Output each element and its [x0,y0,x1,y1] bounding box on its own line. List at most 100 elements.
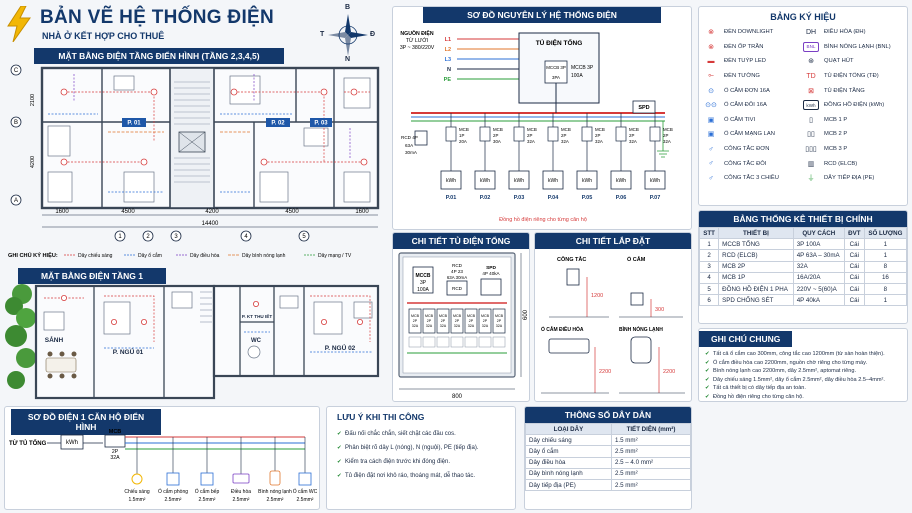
lightning-logo-icon [7,6,31,42]
symbol-icon: ♂ [708,145,714,153]
apartment-mcb-line1: MCB [109,429,122,435]
ac-circuit-lines [73,74,351,158]
general-note: Dây chiếu sáng 1.5mm², dây ổ cắm 2.5mm²,… [705,376,901,385]
symbol-row: ⊙Ổ CẮM ĐƠN 16A [703,83,803,98]
symbol-icon: ⊗ [708,43,714,51]
plan-legend-item: Dây bình nóng lạnh [242,253,286,259]
symbol-icon: ⟜ [708,72,714,80]
page-subtitle: NHÀ Ở KẾT HỢP CHO THUÊ [42,31,165,41]
branch-mcb-label: 32A [561,139,569,144]
plan-legend-title: GHI CHÚ KÝ HIỆU: [8,251,58,259]
air-conditioner-unit-icon [548,338,590,354]
symbol-row: ▣Ổ CẮM MẠNG LAN [703,127,803,142]
panel-width-dim: 800 [452,394,463,400]
typical-floor-plan-title: MẶT BẰNG ĐIỆN TẦNG ĐIỂN HÌNH (TẦNG 2,3,4… [34,48,284,64]
symbol-icon: DH [805,28,817,36]
row-dim-2: 4200 [30,156,36,168]
equipment-panel: BẢNG THỐNG KÊ THIẾT BỊ CHÍNH STT THIẾT B… [698,210,908,324]
apartment-diagram-panel: SƠ ĐỒ ĐIỆN 1 CĂN HỘ ĐIỂN HÌNH TỪ TỦ TỔNG… [4,406,320,510]
room-label-bedroom-02: P. NGỦ 02 [325,343,356,352]
panel-detail-mcb-row: MCB2P32AMCB2P32AMCB2P32AMCB2P32AMCB2P32A… [408,308,506,348]
room-label-p03: P. 03 [314,121,328,127]
symbol-row: ⏚ DÂY TIẾP ĐỊA (PE) [803,171,903,186]
equipment-cell: Cái [843,282,865,296]
room-label-p01: P. 01 [127,121,141,127]
install-item-label: Ổ CẮM ĐIỀU HÒA [541,325,584,333]
symbol-icon: ⏚ [807,175,815,183]
rcd-detail-3: 63A 30mA [447,275,467,280]
grid-col-1: 1 [118,234,122,240]
symbol-label: DÂY TIẾP ĐỊA (PE) [824,175,875,182]
install-detail-panel: CHI TIẾT LẮP ĐẶT CÔNG TẮC 1200 Ổ CẮM 300… [534,232,692,402]
detail-mcb-label: 2P [413,319,418,323]
branch-mcb-label: 32A [595,139,603,144]
install-item-height: 2200 [663,369,675,375]
col-dim-1: 1600 [55,209,69,215]
symbol-row: ♂CÔNG TẮC ĐÔI [703,156,803,171]
grid-bubble-c [10,64,22,76]
symbol-label: BÌNH NÓNG LẠNH (BNL) [824,43,891,50]
compass-north: B [345,4,351,11]
detail-mcb-label: 32A [482,324,489,328]
symbol-icon: ▣ [707,131,715,139]
symbol-icon: ⊛ [808,58,814,66]
wire-size: 1.5 mm² [610,434,691,447]
grid-label-c: C [14,68,19,74]
air-conditioner-icon [232,473,250,484]
branch-mcb-label: 2P [527,133,532,138]
equipment-cell: 16A/20A [792,271,845,284]
branch-meter-kwh: kWh [514,178,524,184]
equipment-cell: MCB 2P [718,260,794,273]
detail-mcb-label: 32A [496,324,503,328]
apartment-diagram-title: SƠ ĐỒ ĐIỆN 1 CĂN HỘ ĐIỂN HÌNH [11,409,161,435]
main-breaker-rating: 3PA [552,75,560,80]
branch-meter-label: P.05 [582,195,593,201]
panel-detail-drawing: MCCB 3P 100A RCD 4P 23 63A 30mA RCD SPD … [398,252,529,400]
row-dim-1: 2100 [30,94,36,106]
symbol-label: ĐỒNG HỒ ĐIỆN (kWh) [824,102,885,109]
rcd-detail-1: RCD [452,263,463,268]
symbol-label: QUẠT HÚT [824,58,854,65]
load-name: Ổ cắm bếp [195,488,220,495]
equipment-cell: 16 [863,271,907,284]
water-heater-icon [269,470,281,486]
branch-mcb [445,126,457,142]
symbol-row: ♂CÔNG TẮC 3 CHIỀU [703,171,803,186]
phase-label: L2 [445,47,451,53]
room-label-wc: WC [251,338,262,344]
symbol-row: ⊛ QUẠT HÚT [803,54,903,69]
tree-decoration-icon [5,284,36,389]
detail-mcb-label: 2P [427,319,432,323]
detail-meter [492,336,506,348]
rcd-label-3: 30mA [405,150,418,155]
construction-note: Kiểm tra cách điện trước khi đóng điện. [337,455,505,469]
compass: B N Đ T [320,4,376,63]
branch-meter-label: P.02 [480,195,491,201]
symbol-icon: ▯ [809,116,813,124]
equipment-cell: 32A [792,260,845,273]
equipment-cell: Cái [843,294,865,307]
detail-mcb [422,308,436,334]
branch-meter [610,170,632,190]
branch-meter [508,170,530,190]
symbol-icon: ♂ [708,160,714,168]
symbol-row: ⊙⊙Ổ CẮM ĐÔI 16A [703,98,803,113]
branch-meter [576,170,598,190]
detail-meter [478,336,492,348]
panel-detail-title: CHI TIẾT TỦ ĐIỆN TỔNG [393,233,529,249]
install-item-label: BÌNH NÓNG LẠNH [619,325,663,333]
floor1-plan-title: MẶT BẰNG ĐIỆN TẦNG 1 [18,268,166,284]
symbol-label: TỦ ĐIỆN TẦNG [824,87,865,94]
socket-circuit-lines [48,113,292,193]
construction-note: Tủ điện đặt nơi khô ráo, thoáng mát, dễ … [337,469,505,483]
source-label-1: NGUỒN ĐIỆN [400,29,433,37]
rcd-label-2: 63A [405,143,414,148]
equipment-header: SỐ LƯỢNG [863,226,907,240]
symbol-row: ▯▯▯MCB 3 P [803,142,903,157]
detail-mcb-label: 32A [440,324,447,328]
construction-notes-title: LƯU Ý KHI THI CÔNG [337,412,425,422]
symbol-icon: ⊙⊙ [705,102,717,110]
